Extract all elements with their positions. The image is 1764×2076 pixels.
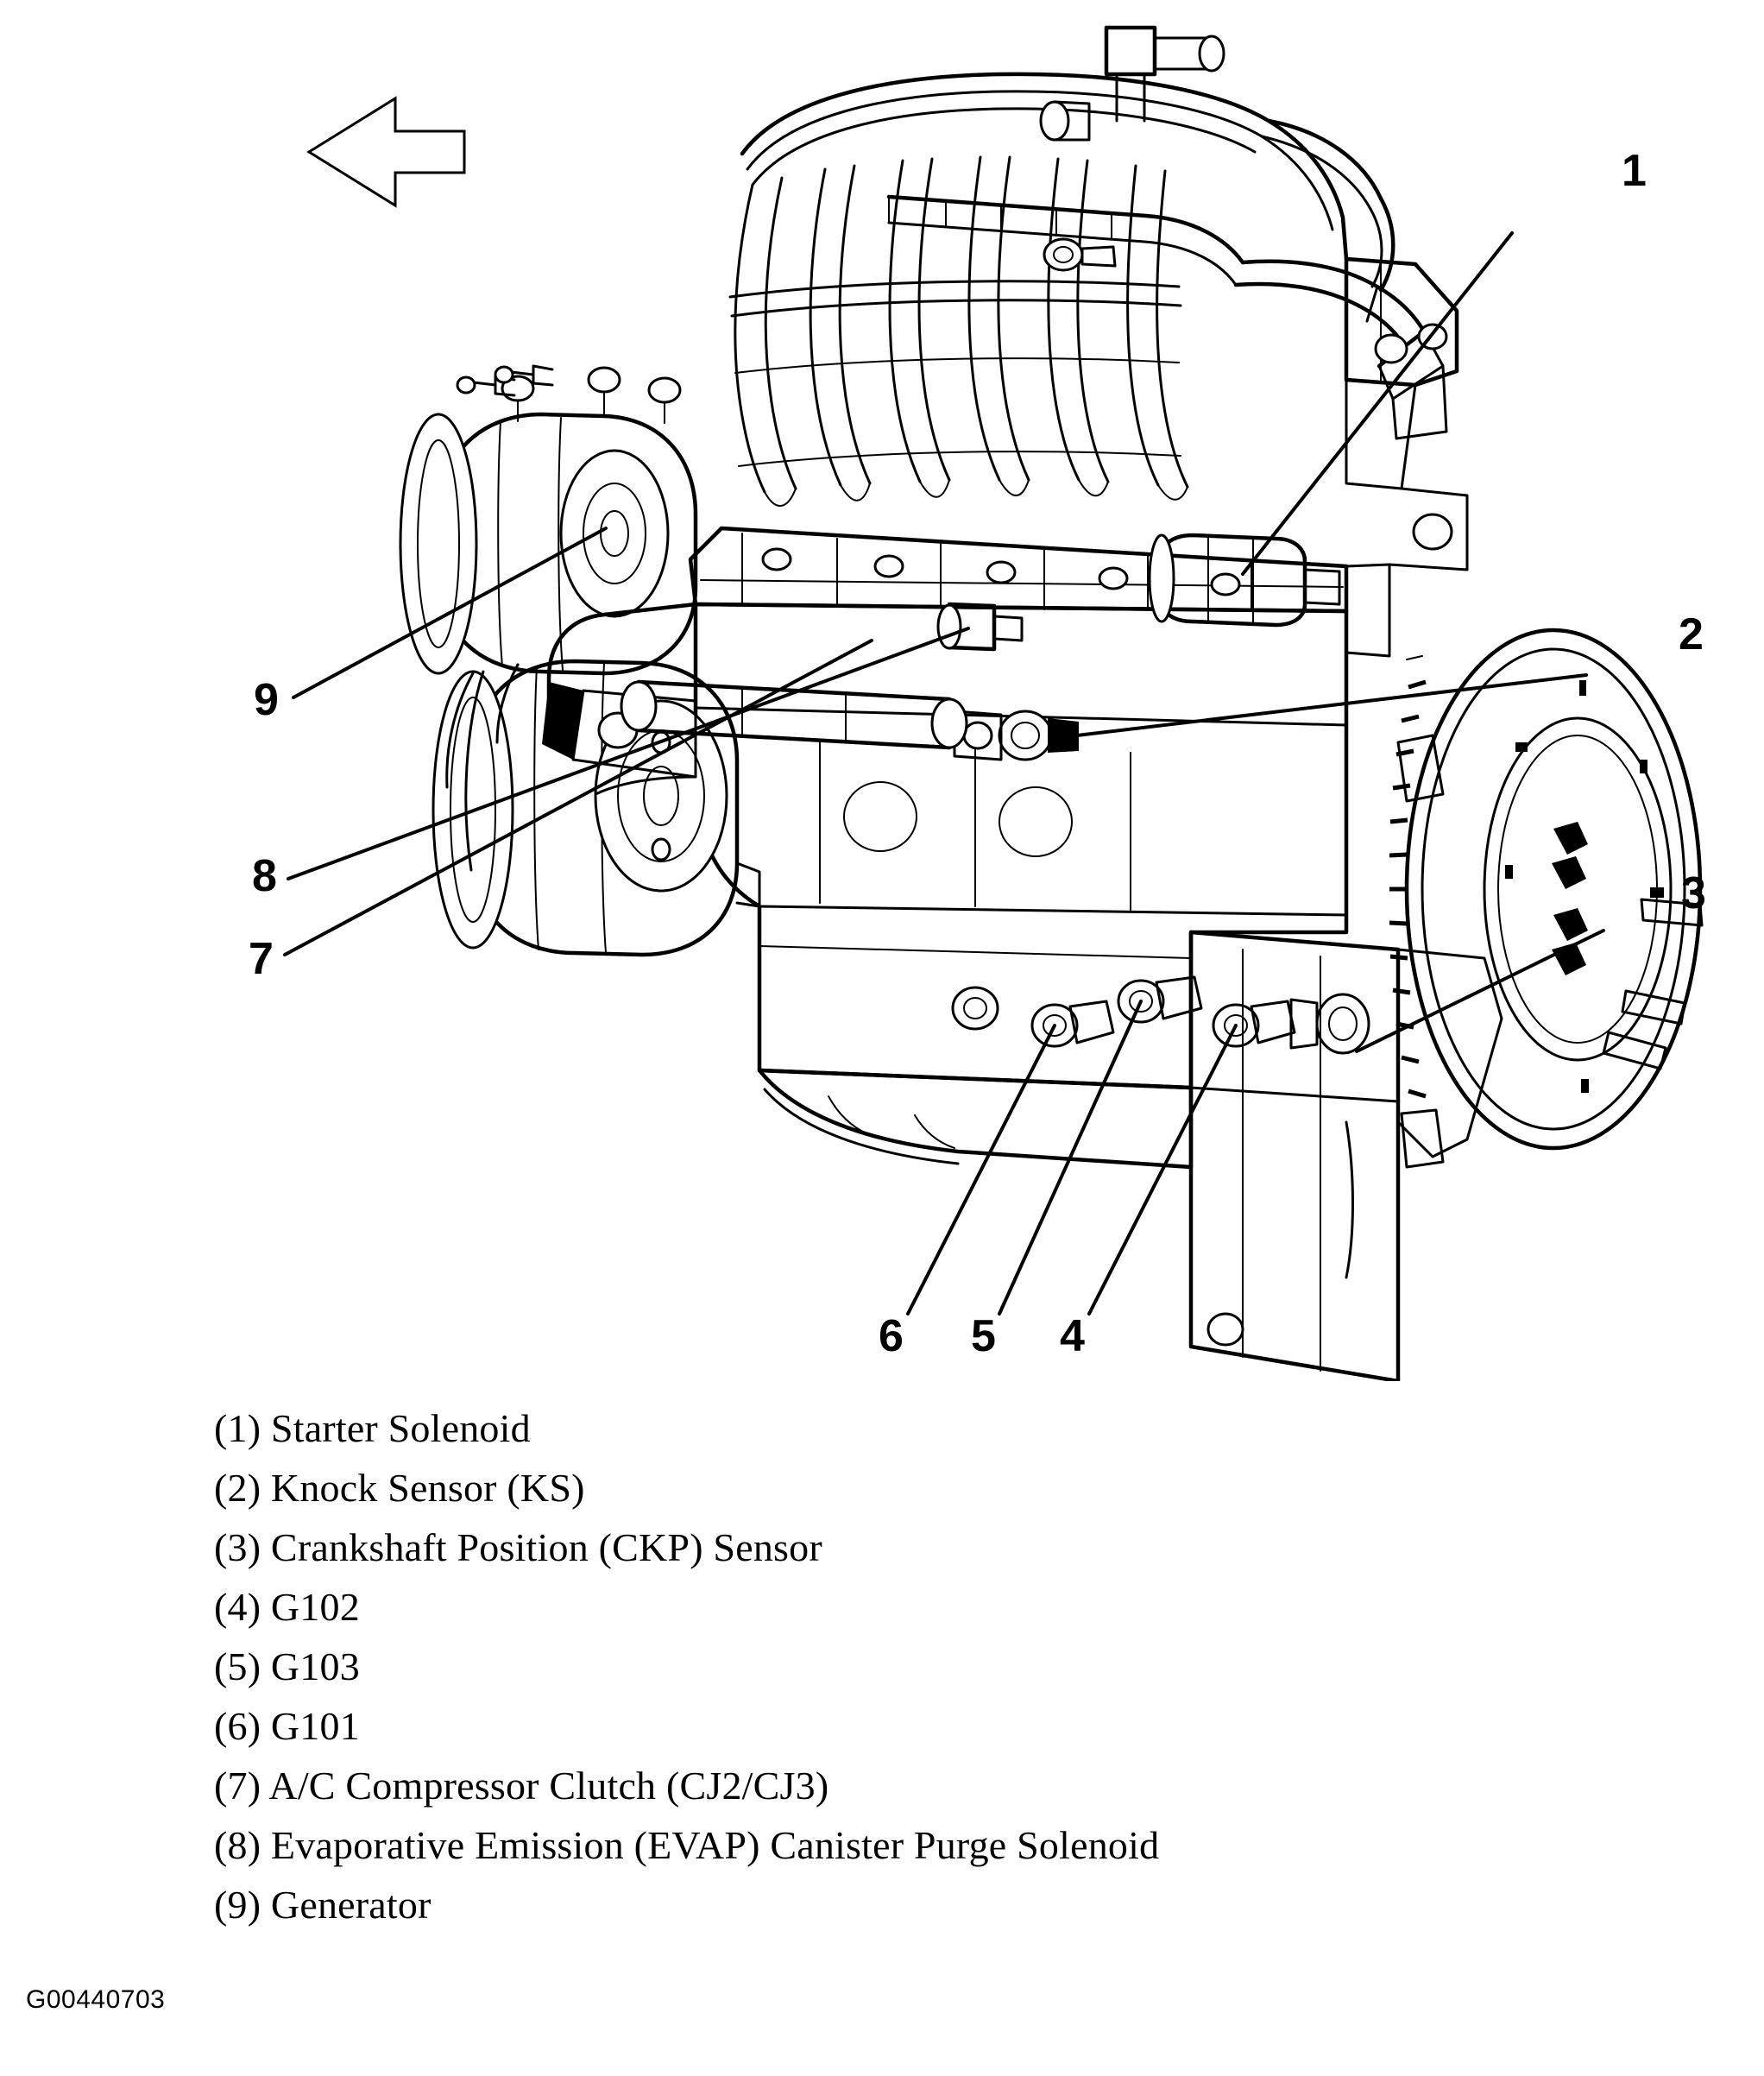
upper-left-studs — [456, 364, 554, 397]
callout-leader-line-3 — [1355, 929, 1605, 1053]
ground-g102 — [1212, 1000, 1296, 1048]
intake-manifold — [728, 25, 1448, 507]
legend-item: (8) Evaporative Emission (EVAP) Canister… — [214, 1823, 1160, 1867]
evap-canister-purge-solenoid — [936, 602, 1024, 652]
intake-air-duct — [1233, 259, 1448, 440]
callout-leader-line-6 — [906, 1024, 1056, 1316]
callout-number-5: 5 — [971, 1311, 996, 1361]
callout-leader-line-4 — [1087, 1024, 1238, 1316]
starter-solenoid — [1148, 533, 1341, 628]
callout-number-9: 9 — [254, 675, 279, 725]
legend-item: (3) Crankshaft Position (CKP) Sensor — [214, 1525, 822, 1569]
callout-number-7: 7 — [249, 934, 274, 984]
legend-item: (4) G102 — [214, 1585, 360, 1629]
engine-illustration: 1 2 3 4 5 6 7 8 9 — [249, 25, 1706, 1381]
crankshaft-position-sensor — [1289, 993, 1370, 1055]
oil-pan — [757, 1068, 1194, 1170]
legend-item: (9) Generator — [214, 1883, 432, 1927]
throttle-body — [1104, 25, 1225, 123]
callout-leader-line-8 — [287, 627, 970, 880]
callout-layer: 1 2 3 4 5 6 7 8 9 — [249, 146, 1706, 1361]
legend-item: (7) A/C Compressor Clutch (CJ2/CJ3) — [214, 1764, 829, 1808]
timing-cover — [546, 602, 761, 1072]
engine-mount-bracket — [1344, 256, 1469, 658]
callout-number-1: 1 — [1622, 146, 1647, 196]
callout-number-6: 6 — [879, 1311, 904, 1361]
bell-housing — [1188, 930, 1503, 1381]
legend-item: (6) G101 — [214, 1704, 360, 1748]
callout-number-3: 3 — [1681, 868, 1706, 918]
callout-number-2: 2 — [1679, 609, 1704, 659]
callout-leader-line-1 — [1241, 231, 1514, 576]
generator — [399, 366, 698, 676]
legend-list: (1) Starter Solenoid (2) Knock Sensor (KS… — [214, 1398, 1595, 1934]
figure-id-label: G00440703 — [26, 1985, 166, 2014]
flywheel-flexplate — [1389, 628, 1704, 1169]
front-of-vehicle-arrow-icon — [306, 96, 466, 208]
coolant-pipe — [620, 679, 968, 750]
callout-number-8: 8 — [252, 851, 277, 901]
callout-leader-line-2 — [1075, 673, 1588, 737]
ground-g103 — [1117, 975, 1203, 1024]
ground-g101 — [1030, 1000, 1115, 1048]
ground-bolt-bosses — [951, 975, 1296, 1048]
legend-item: (5) G103 — [214, 1644, 360, 1688]
callout-leader-line-9 — [292, 527, 608, 699]
callout-number-4: 4 — [1060, 1311, 1085, 1361]
legend-item: (1) Starter Solenoid — [214, 1406, 531, 1450]
callout-leader-line-7 — [283, 639, 873, 956]
callout-leader-line-5 — [998, 1000, 1143, 1316]
legend-item: (2) Knock Sensor (KS) — [214, 1466, 585, 1510]
